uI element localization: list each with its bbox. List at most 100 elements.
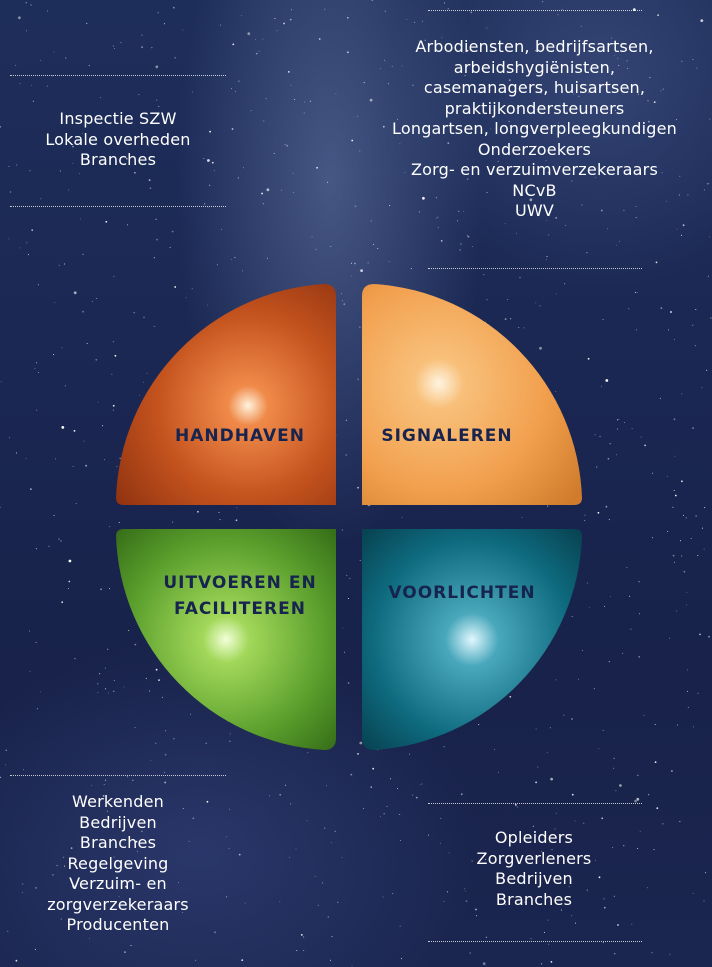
star bbox=[666, 475, 668, 477]
star bbox=[216, 264, 218, 266]
star bbox=[671, 770, 673, 772]
star bbox=[656, 807, 659, 810]
star bbox=[608, 661, 610, 663]
divider-top-left-upper bbox=[10, 75, 226, 76]
star bbox=[280, 189, 282, 191]
star bbox=[486, 27, 488, 29]
star bbox=[111, 373, 113, 375]
star bbox=[8, 437, 10, 439]
star bbox=[575, 922, 577, 924]
star bbox=[448, 852, 450, 854]
star bbox=[422, 196, 425, 200]
star bbox=[380, 68, 382, 70]
list-item: casemanagers, huisartsen, bbox=[423, 78, 646, 97]
star bbox=[290, 84, 292, 86]
star bbox=[372, 767, 375, 770]
star bbox=[603, 898, 605, 900]
star bbox=[163, 771, 165, 773]
label-signaleren: SIGNALEREN bbox=[381, 426, 513, 446]
star bbox=[113, 856, 115, 858]
star bbox=[598, 748, 600, 750]
list-item: Opleiders bbox=[494, 828, 574, 847]
star bbox=[290, 803, 292, 805]
star bbox=[706, 183, 708, 185]
star bbox=[594, 434, 596, 436]
star bbox=[95, 358, 98, 361]
star bbox=[564, 283, 566, 285]
star bbox=[435, 197, 437, 199]
star bbox=[350, 773, 353, 776]
star bbox=[97, 401, 99, 403]
star bbox=[126, 776, 128, 778]
star bbox=[441, 37, 443, 39]
star bbox=[0, 776, 2, 778]
star bbox=[61, 601, 64, 604]
star bbox=[687, 194, 689, 196]
star bbox=[46, 85, 48, 87]
star bbox=[289, 18, 292, 21]
star bbox=[679, 820, 681, 822]
star bbox=[568, 886, 570, 888]
list-item: Zorgverleners bbox=[476, 848, 592, 868]
star bbox=[605, 379, 609, 382]
star bbox=[188, 841, 190, 842]
list-item: Regelgeving bbox=[67, 853, 169, 873]
star bbox=[470, 11, 473, 14]
star bbox=[357, 486, 359, 489]
star bbox=[668, 329, 669, 331]
star bbox=[509, 695, 512, 698]
star bbox=[628, 308, 630, 310]
star bbox=[119, 457, 121, 459]
star bbox=[598, 876, 601, 879]
star bbox=[124, 951, 126, 953]
star bbox=[143, 316, 145, 318]
star bbox=[265, 98, 267, 100]
star bbox=[467, 235, 470, 238]
star bbox=[396, 788, 398, 789]
star bbox=[708, 236, 710, 238]
star bbox=[329, 959, 331, 961]
star bbox=[349, 578, 351, 580]
star bbox=[211, 161, 214, 164]
star bbox=[29, 170, 31, 172]
label-uitvoeren-line1: UITVOEREN EN bbox=[163, 573, 317, 593]
star bbox=[602, 730, 604, 731]
star bbox=[59, 170, 61, 172]
star bbox=[255, 39, 257, 40]
star bbox=[267, 257, 268, 259]
star bbox=[635, 217, 637, 218]
star bbox=[581, 204, 583, 206]
star bbox=[36, 409, 38, 411]
star bbox=[674, 561, 675, 563]
star bbox=[637, 774, 639, 776]
star bbox=[496, 876, 498, 878]
star bbox=[327, 181, 329, 183]
star bbox=[607, 228, 608, 230]
star bbox=[539, 346, 542, 350]
star bbox=[673, 489, 675, 491]
star bbox=[607, 457, 610, 460]
star bbox=[91, 785, 93, 787]
star bbox=[584, 514, 586, 516]
star bbox=[53, 354, 55, 356]
star bbox=[291, 9, 292, 11]
star bbox=[380, 816, 381, 818]
star bbox=[494, 749, 495, 750]
star bbox=[22, 891, 24, 893]
star bbox=[447, 8, 449, 10]
star bbox=[158, 679, 160, 681]
star bbox=[648, 794, 650, 796]
star bbox=[172, 6, 175, 9]
star bbox=[686, 591, 688, 593]
star bbox=[100, 588, 102, 591]
star bbox=[687, 706, 689, 708]
star bbox=[38, 372, 40, 373]
star bbox=[443, 2, 445, 4]
star bbox=[699, 633, 701, 636]
star bbox=[424, 39, 426, 41]
star bbox=[322, 882, 324, 884]
star bbox=[182, 29, 184, 31]
star bbox=[99, 97, 101, 99]
star bbox=[636, 292, 638, 293]
star bbox=[68, 559, 72, 563]
